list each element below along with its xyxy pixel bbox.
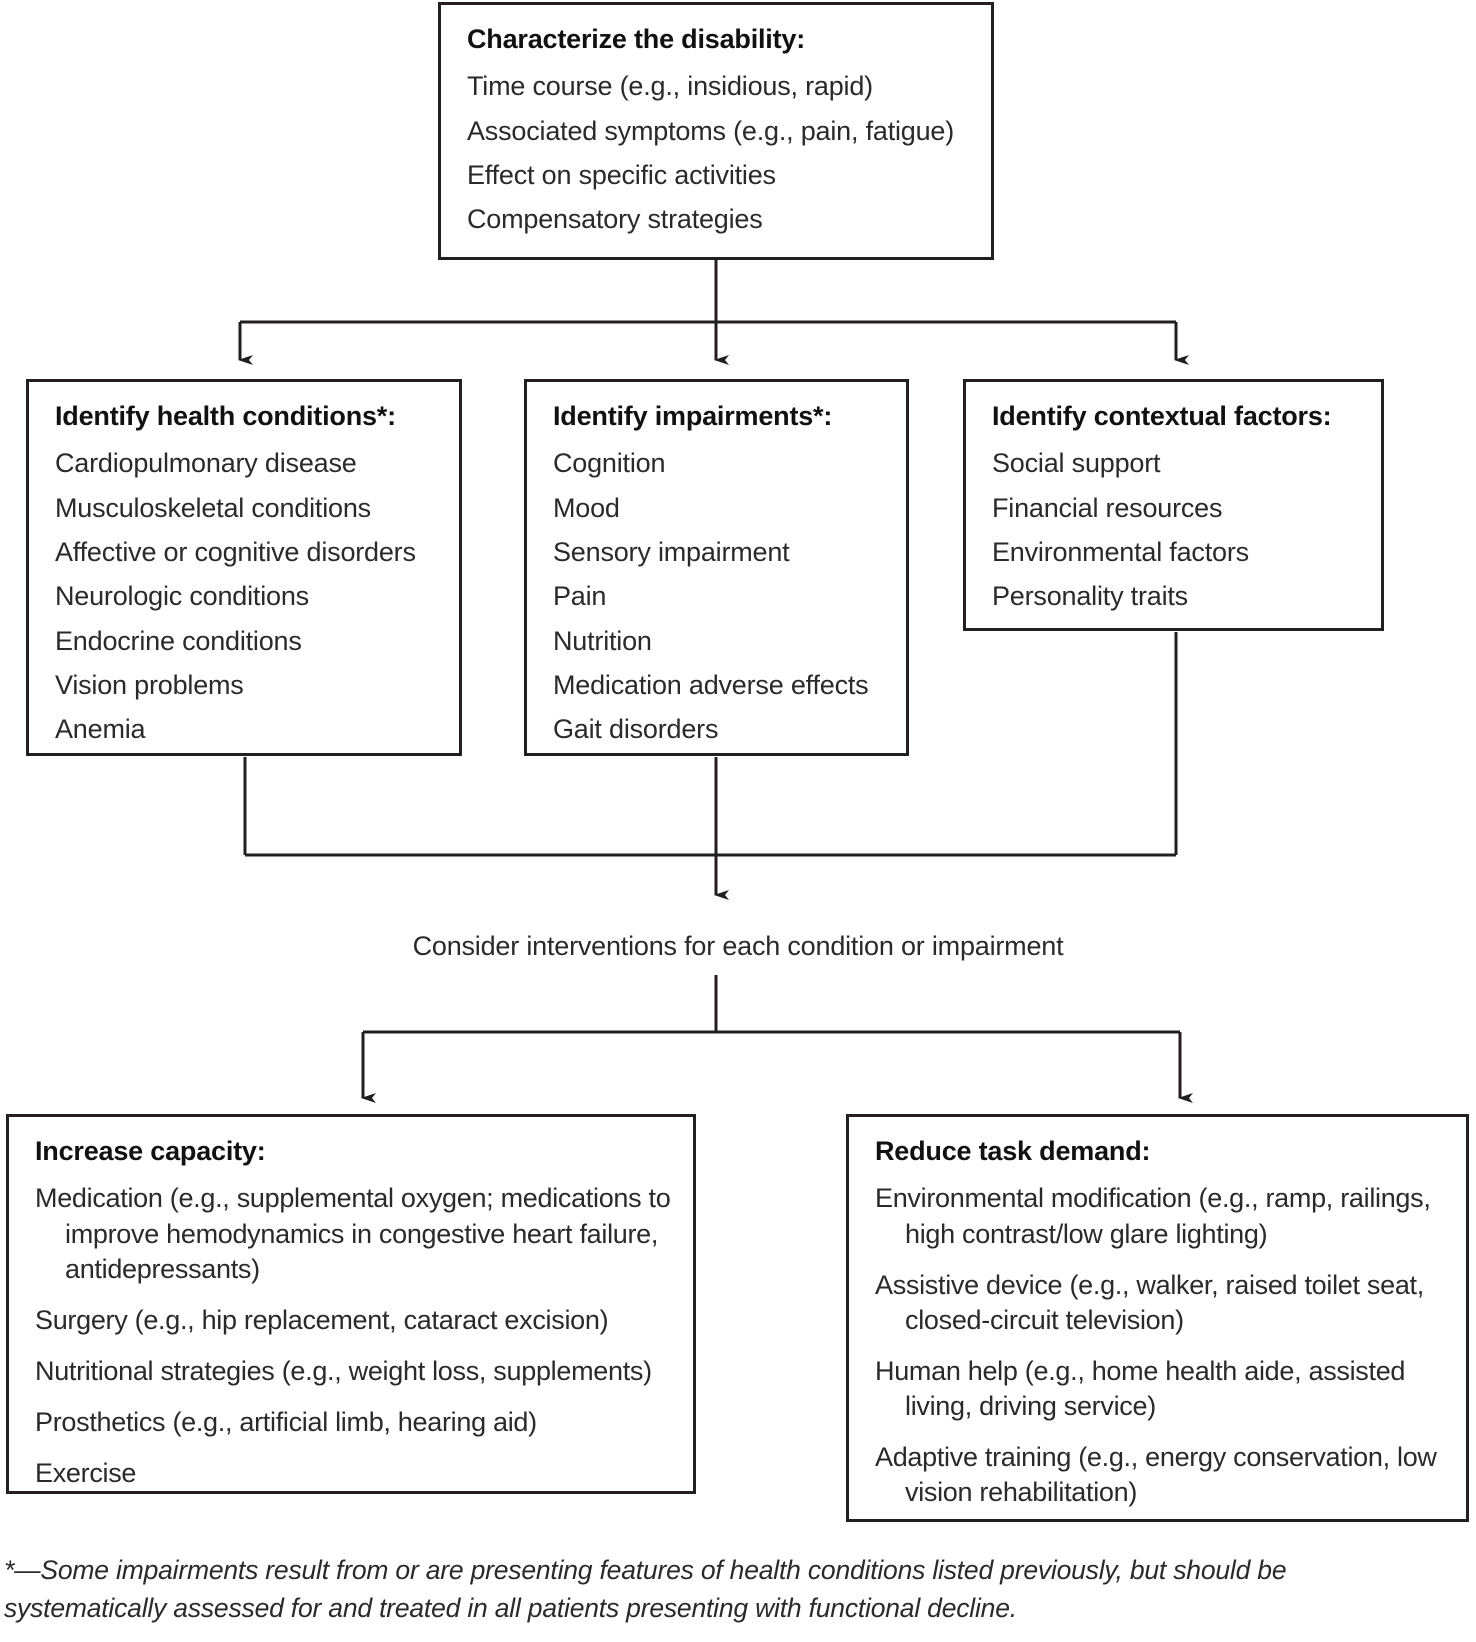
node-list-item: Surgery (e.g., hip replacement, cataract…	[35, 1304, 609, 1335]
footnote-line-2: systematically assessed for and treated …	[4, 1592, 1017, 1623]
node-list-item: Personality traits	[992, 581, 1188, 612]
footnote: *—Some impairments result from or are pr…	[4, 1552, 1472, 1627]
node-increase-capacity: Increase capacity: Medication (e.g., sup…	[6, 1114, 696, 1494]
node-title: Identify contextual factors:	[992, 401, 1332, 431]
node-list-item: Exercise	[35, 1458, 137, 1489]
node-list-item: Financial resources	[992, 492, 1223, 523]
node-list-item: Assistive device (e.g., walker, raised t…	[875, 1269, 1432, 1335]
node-identify-contextual-factors: Identify contextual factors: Social supp…	[963, 379, 1384, 631]
node-list-item: Adaptive training (e.g., energy conserva…	[875, 1442, 1444, 1508]
node-list-item: Anemia	[55, 714, 146, 745]
node-identify-health-conditions: Identify health conditions*: Cardiopulmo…	[26, 379, 462, 756]
node-list-item: Social support	[992, 448, 1161, 479]
node-list-item: Endocrine conditions	[55, 625, 302, 656]
node-list-item: Environmental factors	[992, 537, 1249, 568]
node-list-item: Prosthetics (e.g., artificial limb, hear…	[35, 1406, 537, 1437]
middle-label: Consider interventions for each conditio…	[412, 931, 1064, 961]
node-list-item: Nutrition	[553, 625, 652, 656]
node-title: Identify impairments*:	[553, 401, 833, 431]
node-reduce-task-demand: Reduce task demand: Environmental modifi…	[846, 1114, 1469, 1522]
node-list-item: Associated symptoms (e.g., pain, fatigue…	[467, 115, 955, 146]
node-characterize-disability: Characterize the disability: Time course…	[438, 2, 994, 260]
node-list-item: Human help (e.g., home health aide, assi…	[875, 1355, 1413, 1421]
node-list-item: Cognition	[553, 448, 666, 479]
node-title: Characterize the disability:	[467, 24, 806, 54]
node-list-item: Compensatory strategies	[467, 204, 763, 235]
node-list-item: Mood	[553, 492, 620, 523]
node-title: Reduce task demand:	[875, 1136, 1151, 1166]
node-list-item: Medication adverse effects	[553, 669, 869, 700]
node-list-item: Sensory impairment	[553, 537, 790, 568]
node-list-item: Time course (e.g., insidious, rapid)	[467, 71, 873, 102]
node-list-item: Pain	[553, 581, 607, 612]
node-list-item: Neurologic conditions	[55, 581, 309, 612]
node-list-item: Medication (e.g., supplemental oxygen; m…	[35, 1183, 678, 1284]
node-list-item: Cardiopulmonary disease	[55, 448, 357, 479]
footnote-line-1: *—Some impairments result from or are pr…	[4, 1555, 1287, 1585]
node-list-item: Environmental modification (e.g., ramp, …	[875, 1183, 1438, 1249]
node-list-item: Musculoskeletal conditions	[55, 492, 371, 523]
node-list-item: Affective or cognitive disorders	[55, 537, 416, 568]
node-list-item: Gait disorders	[553, 714, 719, 745]
node-list-item: Effect on specific activities	[467, 160, 776, 191]
node-title: Increase capacity:	[35, 1136, 266, 1166]
node-title: Identify health conditions*:	[55, 401, 396, 431]
node-list-item: Vision problems	[55, 669, 244, 700]
node-list-item: Nutritional strategies (e.g., weight los…	[35, 1355, 652, 1386]
node-identify-impairments: Identify impairments*: Cognition Mood Se…	[524, 379, 909, 756]
